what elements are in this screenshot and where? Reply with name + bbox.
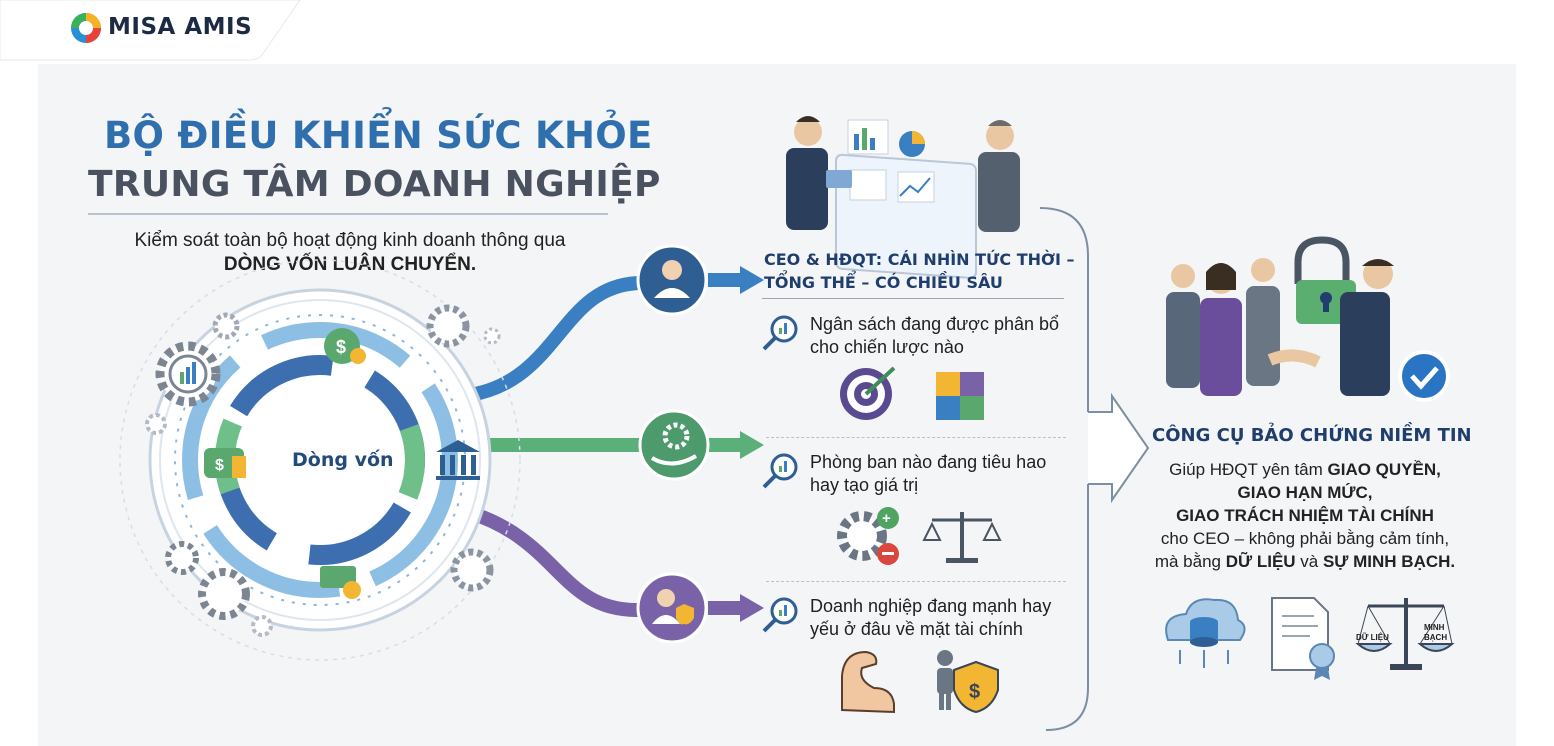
page-title-line2: TRUNG TÂM DOANH NGHIỆP [88,164,661,205]
trust-text: và [1295,552,1323,571]
bracket-arrow [1088,392,1150,504]
section-divider [762,298,1064,299]
magnifier-icon [762,597,798,633]
page-subtitle: Kiểm soát toàn bộ hoạt động kinh doanh t… [110,229,590,277]
trust-text: mà bằng [1154,552,1226,571]
ceo-avatar-icon [636,244,708,316]
scale-label-transparency-1: MINH [1424,623,1445,632]
strong-arm-icon [841,650,895,714]
misa-logo-icon [71,13,101,43]
gear-icon [155,341,221,407]
logo-tab [0,0,301,61]
trust-text: Giúp HĐQT yên tâm [1169,460,1328,479]
cloud-database-icon [1165,598,1246,668]
target-icon [840,366,896,420]
page-title-line1: BỘ ĐIỀU KHIỂN SỨC KHỎE [104,114,653,157]
gear-plus-minus-icon: + [837,507,899,565]
bank-icon [436,440,480,480]
scale-label-transparency-2: BẠCH [1424,633,1447,642]
ceo-section-title: CEO & HĐQT: CÁI NHÌN TỨC THỜI – TỔNG THỂ… [764,250,1075,292]
ceo-item-departments: Phòng ban nào đang tiêu hao hay tạo giá … [810,452,1047,495]
title-divider [88,213,608,215]
certificate-document-icon [1271,597,1335,680]
money-bag-icon: $ [324,328,366,364]
capital-cycle-diagram [119,259,521,661]
gear-hand-icon [638,409,710,481]
person-shield-icon: $ [937,650,999,714]
executives-dashboard-illustration [786,116,1020,279]
connector-blue [468,276,641,402]
trust-section-body: Giúp HĐQT yên tâm GIAO QUYỀN, GIAO HẠN M… [1140,458,1470,573]
svg-text:$: $ [215,457,224,474]
ceo-item-budget: Ngân sách đang được phân bổ cho chiến lư… [810,314,1060,357]
scale-label-data: DỮ LIỆU [1356,633,1389,642]
trust-bold-text: GIAO QUYỀN, [1327,460,1441,479]
brand-name: MISA AMIS [108,14,253,40]
item-divider [766,437,1066,438]
trust-bold-text: DỮ LIỆU [1225,552,1296,571]
money-stack-icon: $ [204,448,246,478]
cycle-label: Dòng vốn [292,449,394,471]
magnifier-icon [762,315,798,351]
gear-icon [145,304,501,637]
trust-bold-text: SỰ MINH BẠCH. [1322,552,1456,571]
cash-icon [320,566,361,599]
bracket-line [1039,207,1089,412]
item-divider [766,581,1066,582]
magnifier-icon [762,453,798,489]
svg-text:+: + [882,510,891,527]
finance-person-icon [636,572,708,644]
subtitle-bold-text: DÒNG VỐN LUÂN CHUYỂN. [223,254,477,275]
handshake-lock-illustration [1166,236,1450,402]
balance-scale-icon [922,512,1002,563]
trust-text: cho CEO – không phải bằng cảm tính, [1160,529,1450,548]
subtitle-text: Kiểm soát toàn bộ hoạt động kinh doanh t… [134,230,566,251]
transparency-scale-icon: DỮ LIỆU MINH BẠCH [1355,598,1455,670]
svg-text:$: $ [336,337,346,357]
ceo-item-financial-strength: Doanh nghiệp đang mạnh hay yếu ở đâu về … [810,596,1052,639]
puzzle-icon [936,372,984,420]
connector-purple [465,505,641,618]
svg-text:$: $ [969,681,980,703]
trust-bold-text: GIAO HẠN MỨC, [1237,483,1373,502]
trust-section-title: CÔNG CỤ BẢO CHỨNG NIỀM TIN [1152,425,1472,446]
trust-bold-text: GIAO TRÁCH NHIỆM TÀI CHÍNH [1176,506,1434,525]
